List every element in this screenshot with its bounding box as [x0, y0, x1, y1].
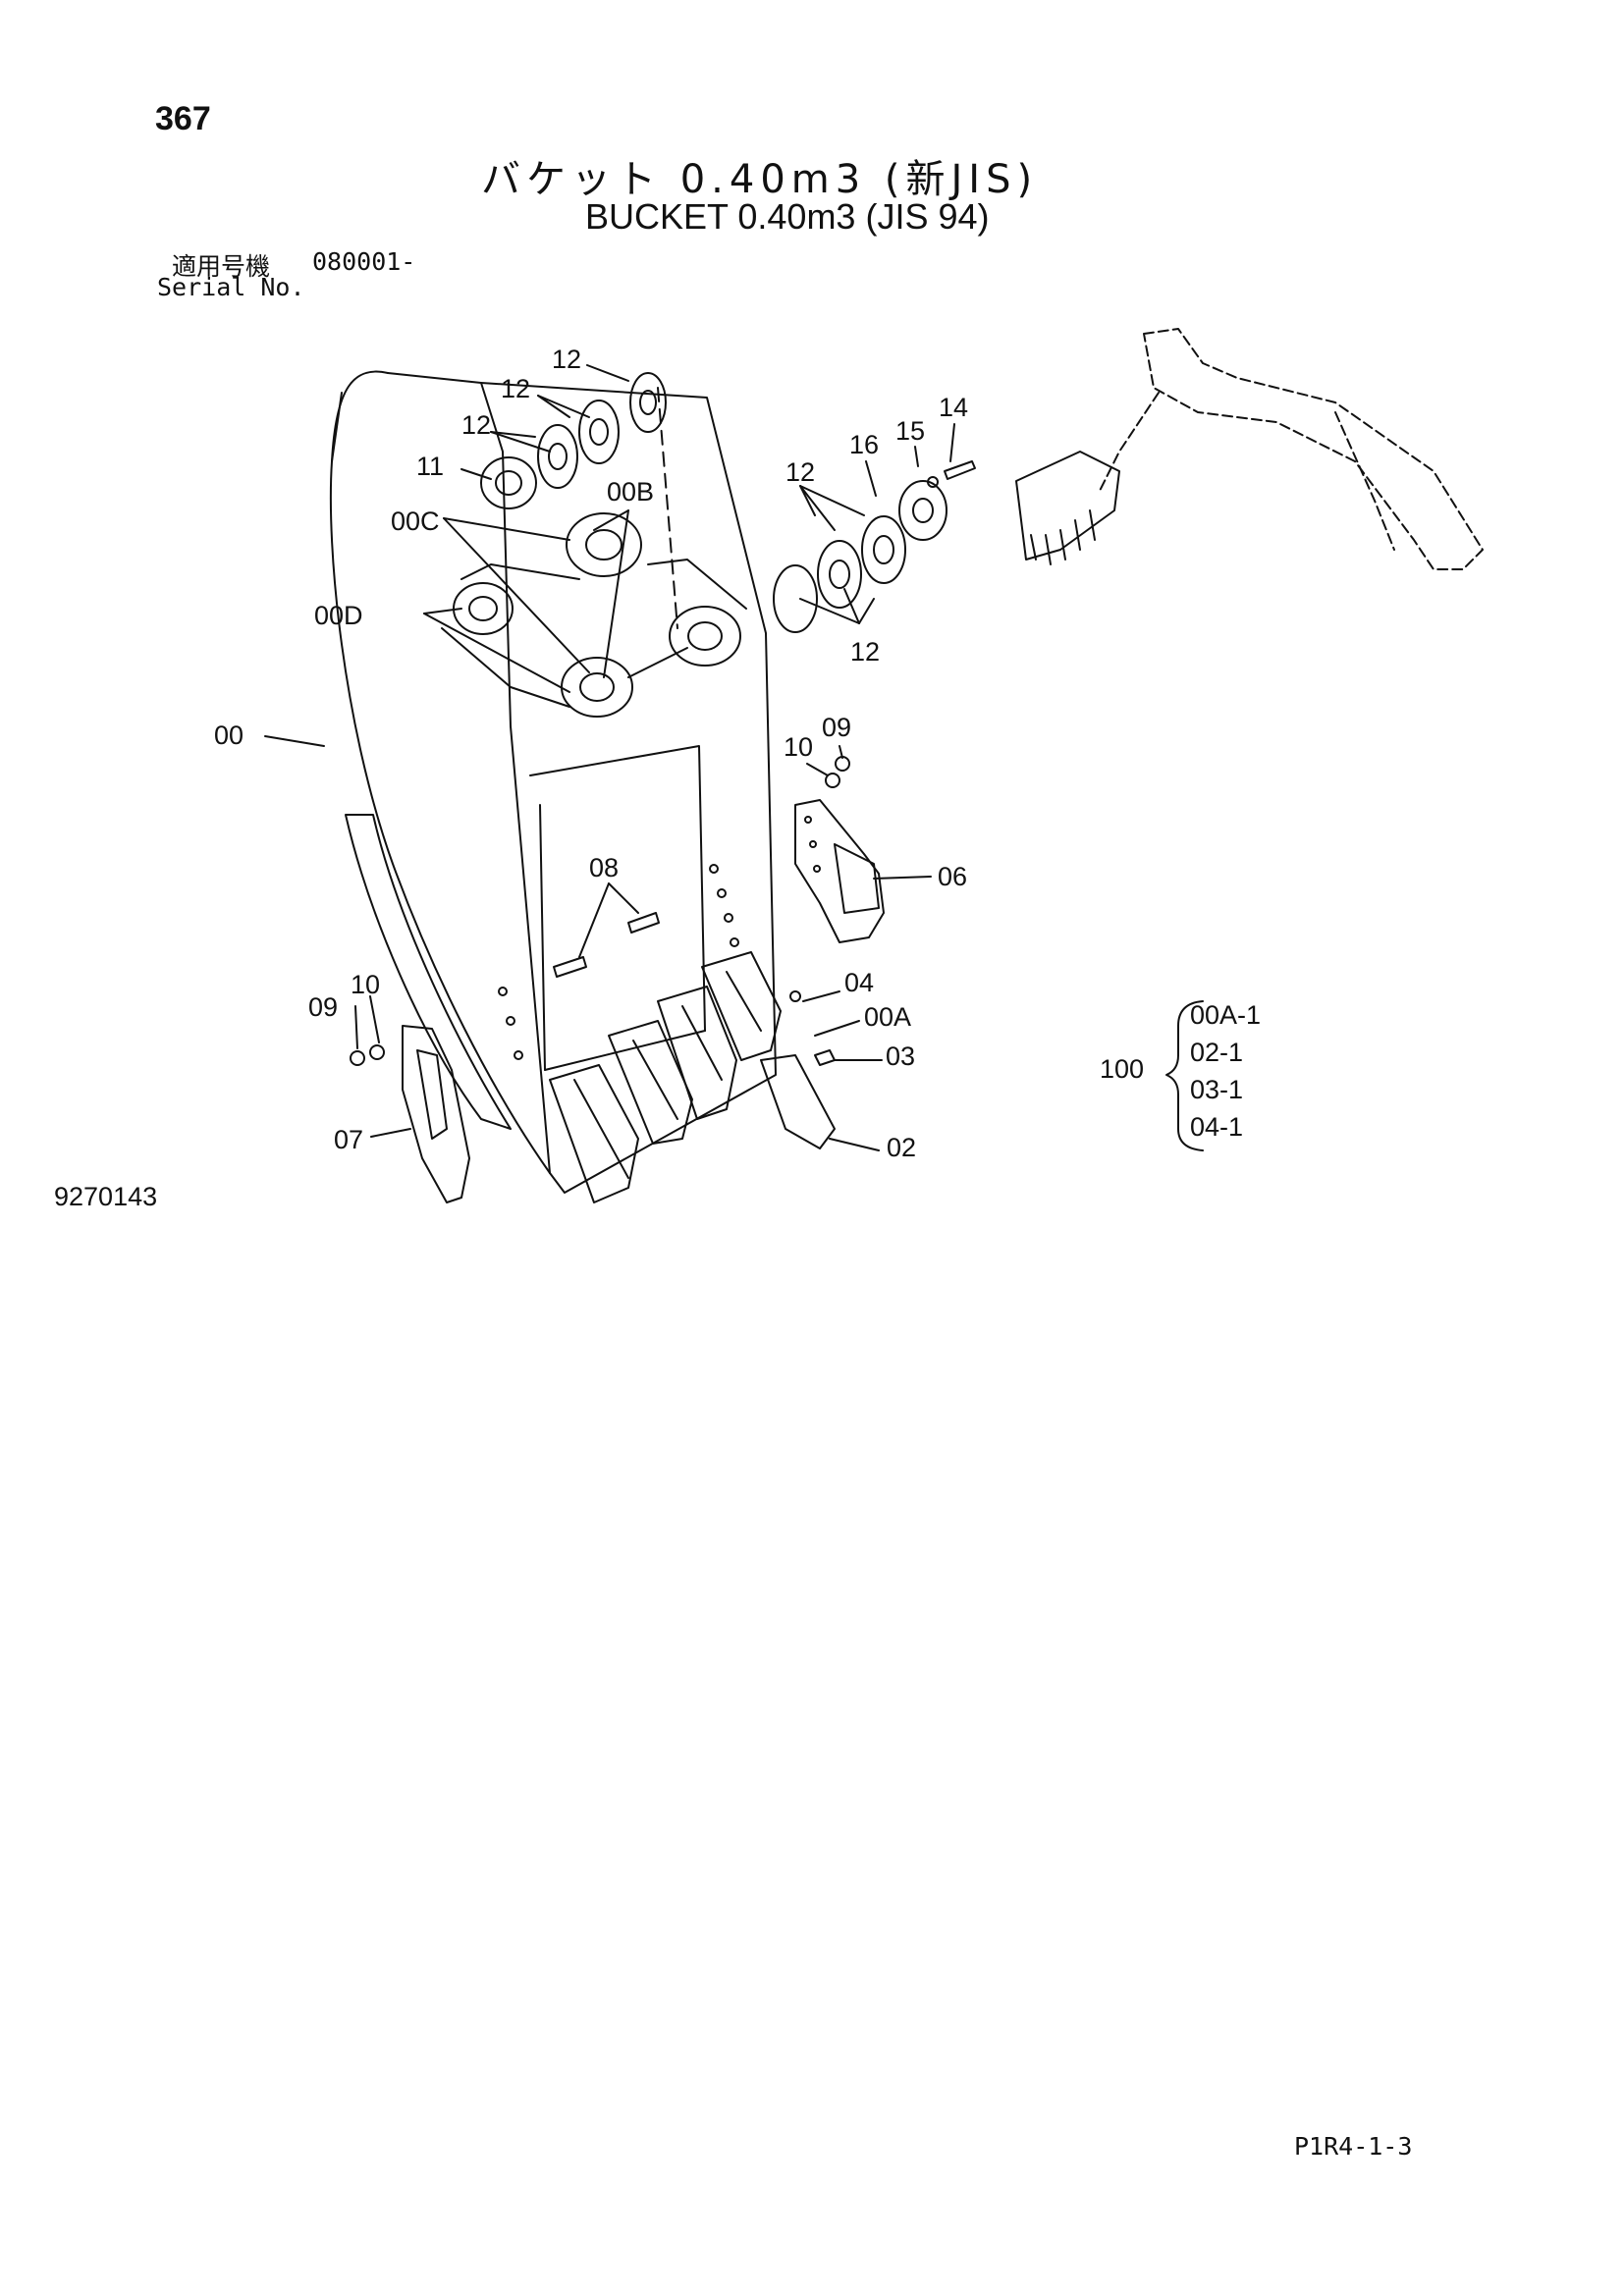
- shim-plates-left: [480, 372, 667, 509]
- serial-number-value: 080001-: [312, 247, 416, 276]
- leader-lines: [264, 364, 1204, 1151]
- page-code: P1R4-1-3: [1294, 2132, 1413, 2161]
- serial-label-japanese: 適用号機: [172, 252, 271, 281]
- callout-10: 10: [351, 970, 380, 999]
- callout-02: 02: [887, 1133, 916, 1162]
- callout-04: 04: [844, 968, 874, 997]
- kit-item: 04-1: [1190, 1112, 1243, 1142]
- callout-16: 16: [849, 430, 879, 459]
- callout-labels: 12 12 12 11 00C 00B 00D 00 12 12 16 15 1…: [214, 345, 1261, 1162]
- callout-09: 09: [308, 992, 338, 1022]
- callout-12: 12: [850, 637, 880, 667]
- kit-item: 03-1: [1190, 1075, 1243, 1104]
- callout-12: 12: [552, 345, 581, 374]
- bolts: [553, 912, 660, 978]
- callout-10: 10: [784, 732, 813, 762]
- callout-09: 09: [822, 713, 851, 742]
- callout-00D: 00D: [314, 601, 363, 630]
- callout-12: 12: [501, 374, 530, 403]
- kit-label: 100: [1100, 1054, 1144, 1084]
- shim-plates-right: [773, 460, 976, 633]
- excavator-inset: [1015, 328, 1484, 570]
- side-cutter-right: [794, 756, 885, 943]
- side-cutter-left: [350, 1025, 470, 1203]
- bucket-body: [329, 370, 777, 1194]
- bucket-teeth: [549, 951, 836, 1203]
- page-number: 367: [155, 100, 211, 137]
- drawing-number: 9270143: [54, 1182, 158, 1211]
- callout-00C: 00C: [391, 507, 440, 536]
- callout-12: 12: [461, 410, 491, 440]
- callout-00B: 00B: [607, 477, 654, 507]
- callout-07: 07: [334, 1125, 363, 1154]
- callout-03: 03: [886, 1041, 915, 1071]
- callout-08: 08: [589, 853, 619, 882]
- callout-06: 06: [938, 862, 967, 891]
- serial-label-english: Serial No.: [157, 273, 305, 301]
- page-title-english: BUCKET 0.40m3 (JIS 94): [585, 196, 990, 237]
- callout-00A: 00A: [864, 1002, 911, 1032]
- callout-14: 14: [939, 393, 968, 422]
- page-title-japanese: バケット 0.40m3 (新JIS): [481, 157, 1039, 202]
- callout-11: 11: [416, 452, 444, 481]
- callout-00: 00: [214, 721, 244, 750]
- callout-15: 15: [895, 416, 925, 446]
- callout-12: 12: [785, 457, 815, 487]
- kit-item: 02-1: [1190, 1038, 1243, 1067]
- kit-item: 00A-1: [1190, 1000, 1261, 1030]
- bucket-exploded-diagram: 12 12 12 11 00C 00B 00D 00 12 12 16 15 1…: [214, 328, 1484, 1203]
